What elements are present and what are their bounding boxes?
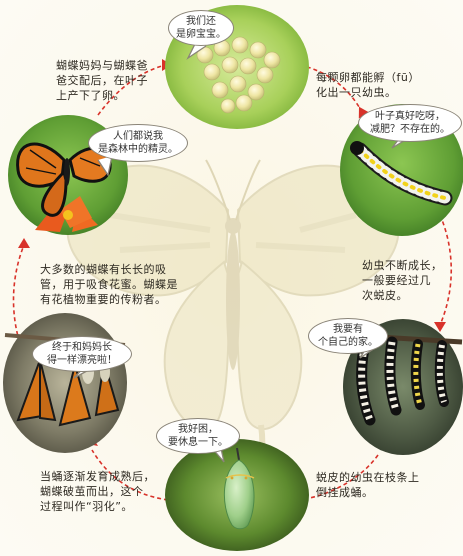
adult-bubble-line-2: 是森林中的精灵。 bbox=[98, 144, 178, 155]
hatching-caption: 每颗卵都能孵（fū） 化出一只幼虫。 bbox=[316, 70, 420, 100]
emerging-speech-bubble: 终于和妈妈长得一样漂亮啦！ bbox=[32, 336, 132, 372]
mating-caption-line-1: 蝴蝶妈妈与蝴蝶爸 bbox=[56, 59, 148, 72]
caterpillar-bubble-line-1: 叶子真好吃呀， bbox=[375, 111, 445, 122]
adult-bubble-line-1: 人们都说我 bbox=[113, 131, 163, 142]
eclosion-caption-line-3: 过程叫作“羽化”。 bbox=[40, 500, 133, 513]
adult-speech-bubble: 人们都说我是森林中的精灵。 bbox=[88, 124, 188, 162]
emerging-bubble-line-1: 终于和妈妈长 bbox=[52, 342, 112, 353]
hatching-caption-line-2: 化出一只幼虫。 bbox=[316, 86, 397, 99]
growing-caption-line-3: 次蜕皮。 bbox=[362, 289, 408, 302]
feeding-caption-line-3: 有花植物重要的传粉者。 bbox=[40, 293, 167, 306]
feeding-caption-line-2: 管，用于吸食花蜜。蝴蝶是 bbox=[40, 278, 178, 291]
eclosion-caption-line-1: 当蛹逐渐发育成熟后， bbox=[40, 470, 155, 483]
growing-caption: 幼虫不断成长， 一般要经过几 次蜕皮。 bbox=[362, 258, 443, 303]
emerging-photo bbox=[3, 313, 127, 453]
eclosion-caption-line-2: 蝴蝶破茧而出，这个 bbox=[40, 485, 144, 498]
eggs-bubble-line-1: 我们还 bbox=[186, 16, 216, 27]
pupating-bubble-line-2: 个自己的家。 bbox=[318, 337, 378, 348]
mating-caption-line-3: 上产下了卵。 bbox=[56, 89, 125, 102]
chrysalis-photo bbox=[165, 439, 309, 551]
caterpillar-bubble-line-2: 减肥？不存在的。 bbox=[370, 124, 450, 135]
pupating-speech-bubble: 我要有个自己的家。 bbox=[308, 318, 388, 354]
growing-caption-line-2: 一般要经过几 bbox=[362, 274, 431, 287]
emerging-bubble-line-2: 得一样漂亮啦！ bbox=[47, 355, 117, 366]
chrysalis-bubble-line-1: 我好困， bbox=[178, 424, 218, 435]
growing-caption-line-1: 幼虫不断成长， bbox=[362, 259, 443, 272]
eggs-bubble-line-2: 是卵宝宝。 bbox=[176, 29, 226, 40]
chrysalis-speech-bubble: 我好困， 要休息一下。 bbox=[156, 418, 240, 454]
caterpillar-speech-bubble: 叶子真好吃呀， 减肥？不存在的。 bbox=[358, 104, 462, 142]
feeding-caption: 大多数的蝴蝶有长长的吸 管，用于吸食花蜜。蝴蝶是 有花植物重要的传粉者。 bbox=[40, 262, 178, 307]
pupating-bubble-line-1: 我要有 bbox=[333, 324, 363, 335]
pupation-caption-line-2: 倒挂成蛹。 bbox=[316, 486, 374, 499]
mating-caption-line-2: 爸交配后，在叶子 bbox=[56, 74, 148, 87]
eclosion-caption: 当蛹逐渐发育成熟后， 蝴蝶破茧而出，这个 过程叫作“羽化”。 bbox=[40, 469, 155, 514]
background-butterfly-icon bbox=[66, 159, 400, 501]
chrysalis-bubble-line-2: 要休息一下。 bbox=[168, 437, 228, 448]
pupation-caption: 蜕皮的幼虫在枝条上 倒挂成蛹。 bbox=[316, 470, 420, 500]
pupating-photo bbox=[343, 319, 463, 455]
pupation-caption-line-1: 蜕皮的幼虫在枝条上 bbox=[316, 471, 420, 484]
feeding-caption-line-1: 大多数的蝴蝶有长长的吸 bbox=[40, 263, 167, 276]
hatching-caption-line-1: 每颗卵都能孵（fū） bbox=[316, 71, 420, 84]
eggs-speech-bubble: 我们还是卵宝宝。 bbox=[168, 10, 234, 46]
mating-caption: 蝴蝶妈妈与蝴蝶爸 爸交配后，在叶子 上产下了卵。 bbox=[56, 58, 148, 103]
